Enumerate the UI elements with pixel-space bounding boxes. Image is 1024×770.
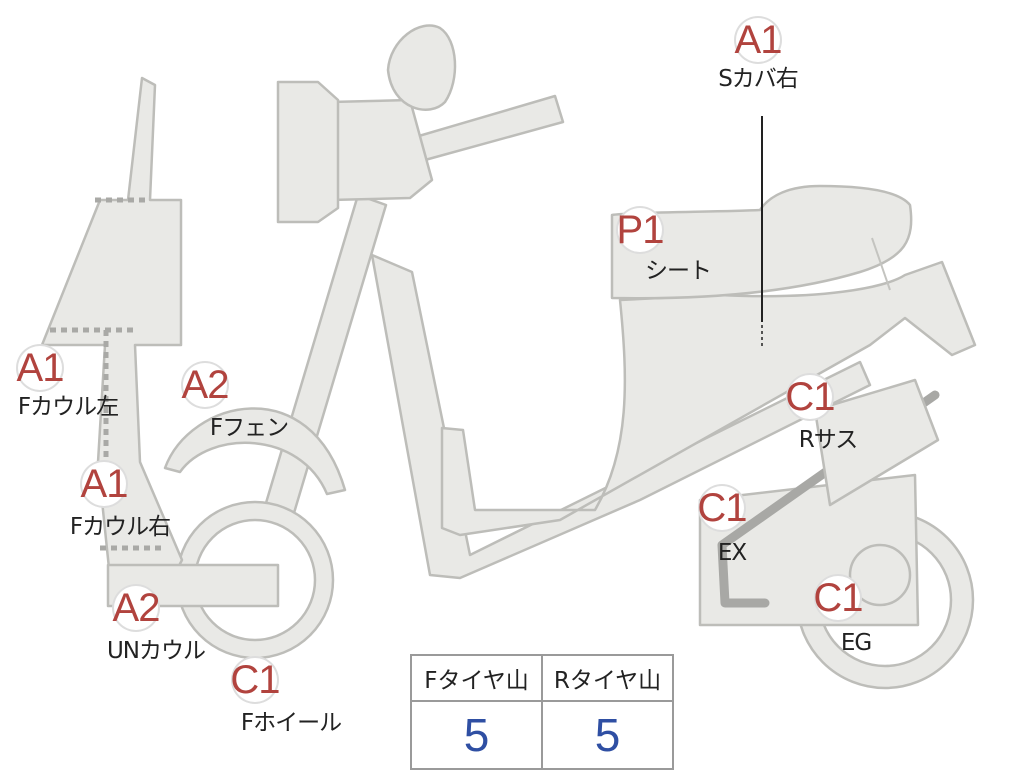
marker-label: Rサス — [798, 427, 859, 453]
mirror — [386, 24, 457, 111]
engine-hub — [848, 543, 912, 607]
seat-seam — [871, 237, 891, 291]
marker-circle — [788, 375, 832, 419]
marker-label: UNカウル — [106, 638, 206, 664]
marker-grade: A2 — [181, 363, 230, 407]
marker-label: EX — [717, 540, 747, 566]
rear-shock — [813, 378, 940, 507]
marker-circle — [18, 346, 62, 390]
marker-grade: A2 — [112, 586, 161, 630]
marker-grade: C1 — [813, 576, 863, 620]
tire-tread-value-row: 5 5 — [410, 700, 674, 770]
marker-label: Fカウル左 — [17, 394, 119, 420]
marker-grade: A1 — [734, 18, 783, 62]
tire-tread-header-row: Fタイヤ山 Rタイヤ山 — [410, 654, 674, 702]
marker-label: シート — [645, 258, 712, 284]
marker-label: Fホイール — [240, 710, 342, 736]
marker-circle — [114, 586, 158, 630]
front-tire-header: Fタイヤ山 — [410, 654, 543, 702]
rear-tire-value: 5 — [541, 700, 674, 770]
front-tire-value: 5 — [410, 700, 543, 770]
marker-grade: C1 — [230, 658, 280, 702]
handle-cover — [328, 98, 434, 202]
marker-circle — [700, 486, 744, 530]
marker-label: Fカウル右 — [69, 514, 171, 540]
marker-grade: A1 — [16, 346, 65, 390]
rear-tire-header: Rタイヤ山 — [541, 654, 674, 702]
headlight — [276, 80, 340, 224]
marker-circle — [816, 576, 860, 620]
marker-grade: A1 — [80, 462, 129, 506]
marker-circle — [736, 18, 780, 62]
marker-circle — [618, 208, 662, 252]
marker-grade: C1 — [697, 486, 747, 530]
rear-body — [440, 260, 977, 537]
marker-grade: C1 — [785, 375, 835, 419]
marker-grade: P1 — [616, 208, 665, 252]
floor-frame — [370, 253, 872, 580]
front-fender — [163, 407, 347, 496]
marker-label: Fフェン — [209, 415, 289, 441]
marker-circle — [82, 462, 126, 506]
marker-label: EG — [840, 630, 872, 656]
tire-tread-table: Fタイヤ山 Rタイヤ山 5 5 — [410, 654, 674, 770]
marker-circle — [233, 658, 277, 702]
marker-label: Sカバ右 — [718, 66, 799, 92]
marker-circle — [183, 363, 227, 407]
